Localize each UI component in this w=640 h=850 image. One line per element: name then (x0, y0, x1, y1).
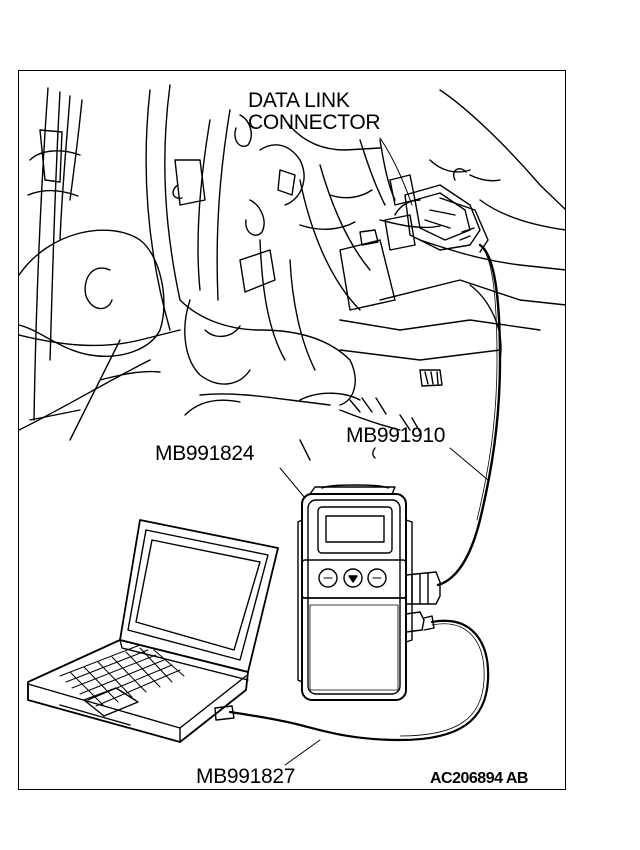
connector-leader (379, 137, 413, 206)
main-harness-cable (436, 243, 502, 587)
connector-label-line2: CONNECTOR (248, 111, 381, 134)
laptop (27, 519, 279, 743)
main-harness-label: MB991910 (346, 424, 446, 447)
scan-tool-leader (279, 467, 306, 499)
figure-code: AC206894 AB (430, 770, 528, 787)
figure-frame (18, 70, 566, 790)
data-link-connector (359, 139, 489, 253)
scan-tool-body (297, 484, 441, 701)
connector-label-line1: DATA LINK (248, 89, 350, 112)
usb-cable-label: MB991827 (196, 765, 296, 788)
scan-tool-label: MB991824 (155, 442, 255, 465)
harness-leader (449, 447, 489, 481)
dashboard-background (19, 84, 565, 461)
usb-cable (228, 619, 490, 742)
usb-leader (284, 739, 321, 766)
